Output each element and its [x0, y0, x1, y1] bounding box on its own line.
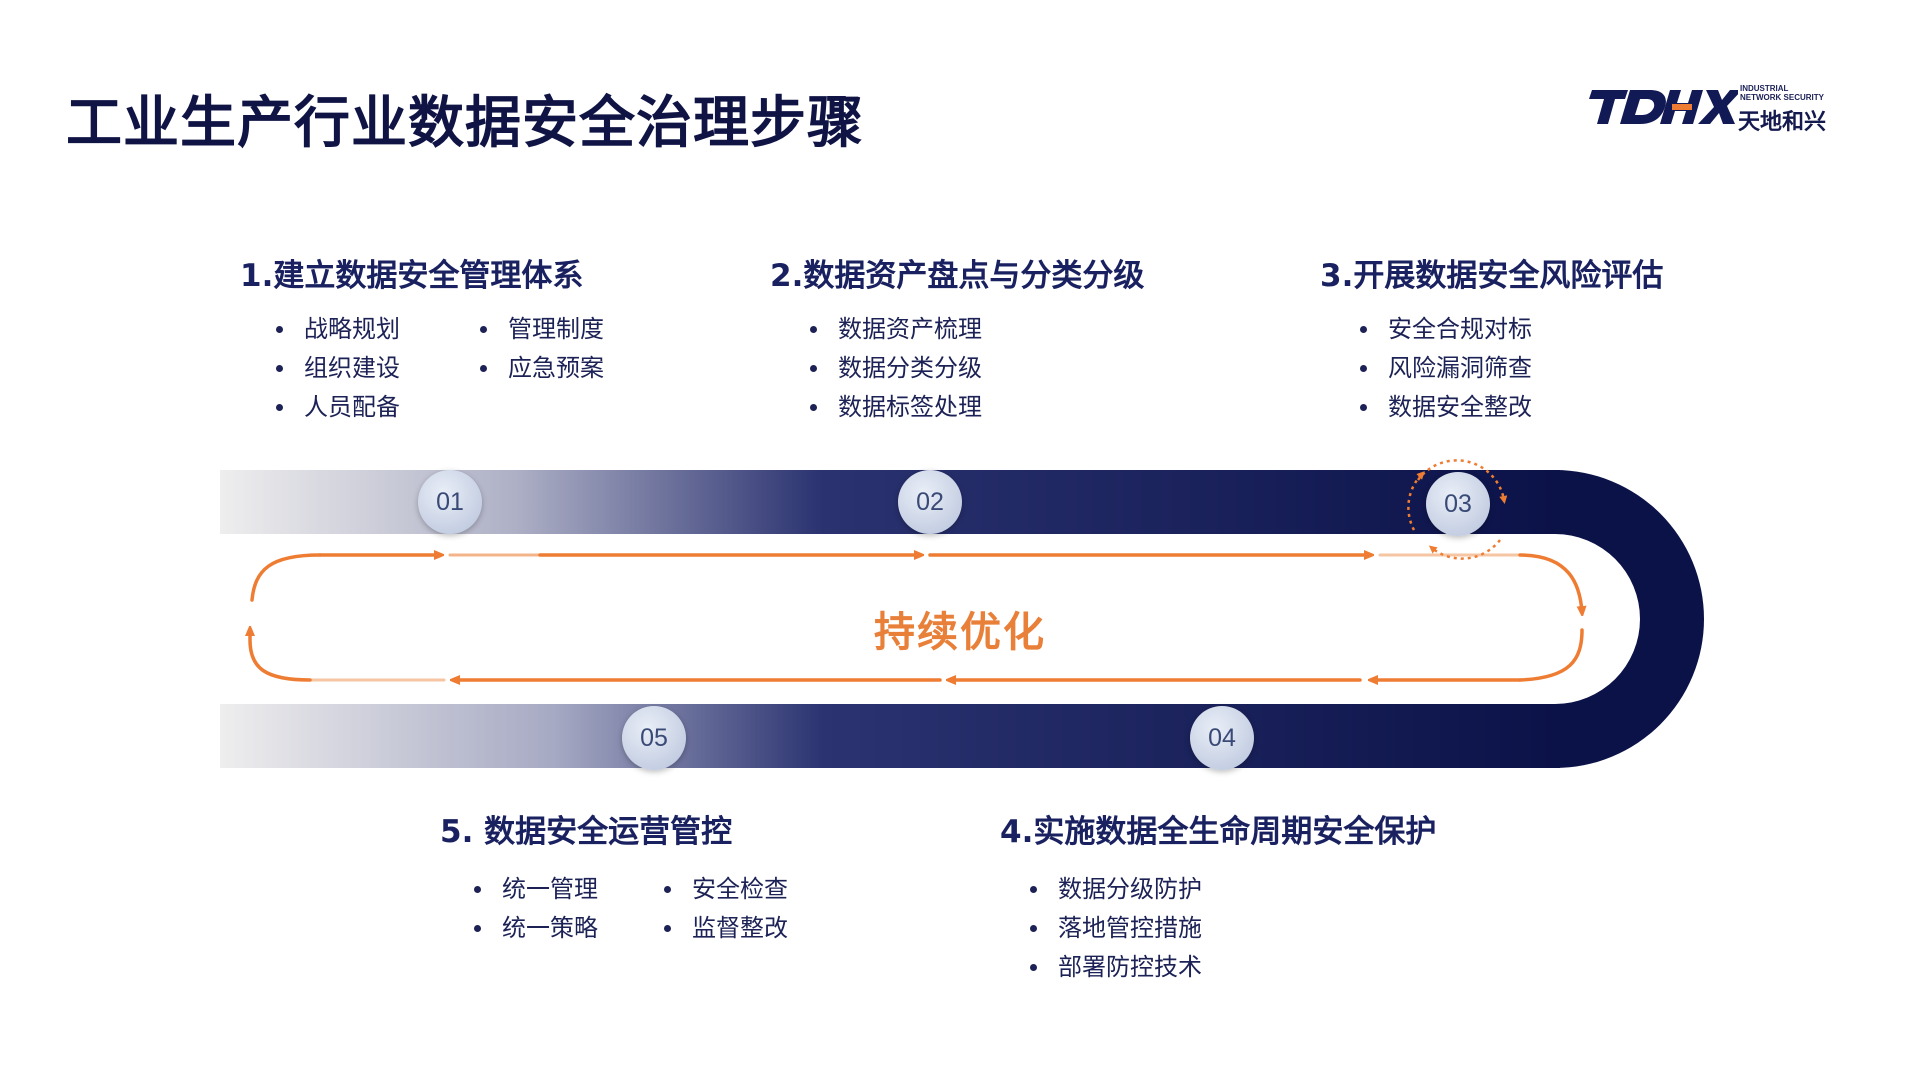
- step-5-items: 统一管理 统一策略 安全检查 监督整改: [474, 870, 788, 948]
- step-2: 2.数据资产盘点与分类分级: [770, 250, 1144, 295]
- step-node-05: 05: [622, 706, 686, 770]
- step-4-title: 4.实施数据全生命周期安全保护: [1000, 814, 1437, 850]
- step-2-items: 数据资产梳理 数据分类分级 数据标签处理: [810, 310, 982, 427]
- optimization-loop: [250, 555, 1582, 680]
- rotation-indicator-icon: [1407, 459, 1508, 560]
- list-item: 数据分级防护: [1030, 870, 1202, 909]
- list-item: 管理制度: [480, 310, 604, 349]
- list-item: 数据资产梳理: [810, 310, 982, 349]
- step-3-title: 3.开展数据安全风险评估: [1320, 258, 1664, 294]
- list-item: 统一策略: [474, 909, 598, 948]
- list-item: 监督整改: [664, 909, 788, 948]
- list-item: 应急预案: [480, 349, 604, 388]
- track-u-turn: [1555, 470, 1704, 768]
- step-2-title: 2.数据资产盘点与分类分级: [770, 258, 1145, 294]
- list-item: 战略规划: [276, 310, 400, 349]
- list-item: 数据分类分级: [810, 349, 982, 388]
- step-node-03: 03: [1426, 472, 1490, 536]
- logo-subtitle: INDUSTRIAL NETWORK SECURITY: [1740, 84, 1824, 102]
- list-item: 安全检查: [664, 870, 788, 909]
- step-4: 4.实施数据全生命周期安全保护: [1000, 806, 1436, 851]
- list-item: 风险漏洞筛查: [1360, 349, 1532, 388]
- list-item: 组织建设: [276, 349, 400, 388]
- step-4-items: 数据分级防护 落地管控措施 部署防控技术: [1030, 870, 1202, 987]
- step-3-items: 安全合规对标 风险漏洞筛查 数据安全整改: [1360, 310, 1532, 427]
- step-5: 5. 数据安全运营管控: [440, 806, 732, 851]
- company-logo: INDUSTRIAL NETWORK SECURITY 天地和兴: [1588, 82, 1826, 135]
- logo-chinese-name: 天地和兴: [1738, 110, 1827, 135]
- step-node-01: 01: [418, 470, 482, 534]
- list-item: 统一管理: [474, 870, 598, 909]
- tdhx-logo-icon: [1589, 90, 1738, 124]
- step-1: 1.建立数据安全管理体系: [240, 250, 583, 295]
- list-item: 安全合规对标: [1360, 310, 1532, 349]
- page-title: 工业生产行业数据安全治理步骤: [66, 91, 864, 156]
- continuous-optimization-label: 持续优化: [874, 608, 1046, 656]
- step-5-title: 5. 数据安全运营管控: [440, 814, 733, 850]
- list-item: 落地管控措施: [1030, 909, 1202, 948]
- step-1-title: 1.建立数据安全管理体系: [240, 258, 584, 294]
- step-node-02: 02: [898, 470, 962, 534]
- step-node-04: 04: [1190, 706, 1254, 770]
- list-item: 数据标签处理: [810, 388, 982, 427]
- step-1-items: 战略规划 组织建设 人员配备 管理制度 应急预案: [276, 310, 604, 427]
- list-item: 部署防控技术: [1030, 948, 1202, 987]
- list-item: 数据安全整改: [1360, 388, 1532, 427]
- list-item: 人员配备: [276, 388, 400, 427]
- step-3: 3.开展数据安全风险评估: [1320, 250, 1663, 295]
- bottom-track-band: [220, 704, 1560, 768]
